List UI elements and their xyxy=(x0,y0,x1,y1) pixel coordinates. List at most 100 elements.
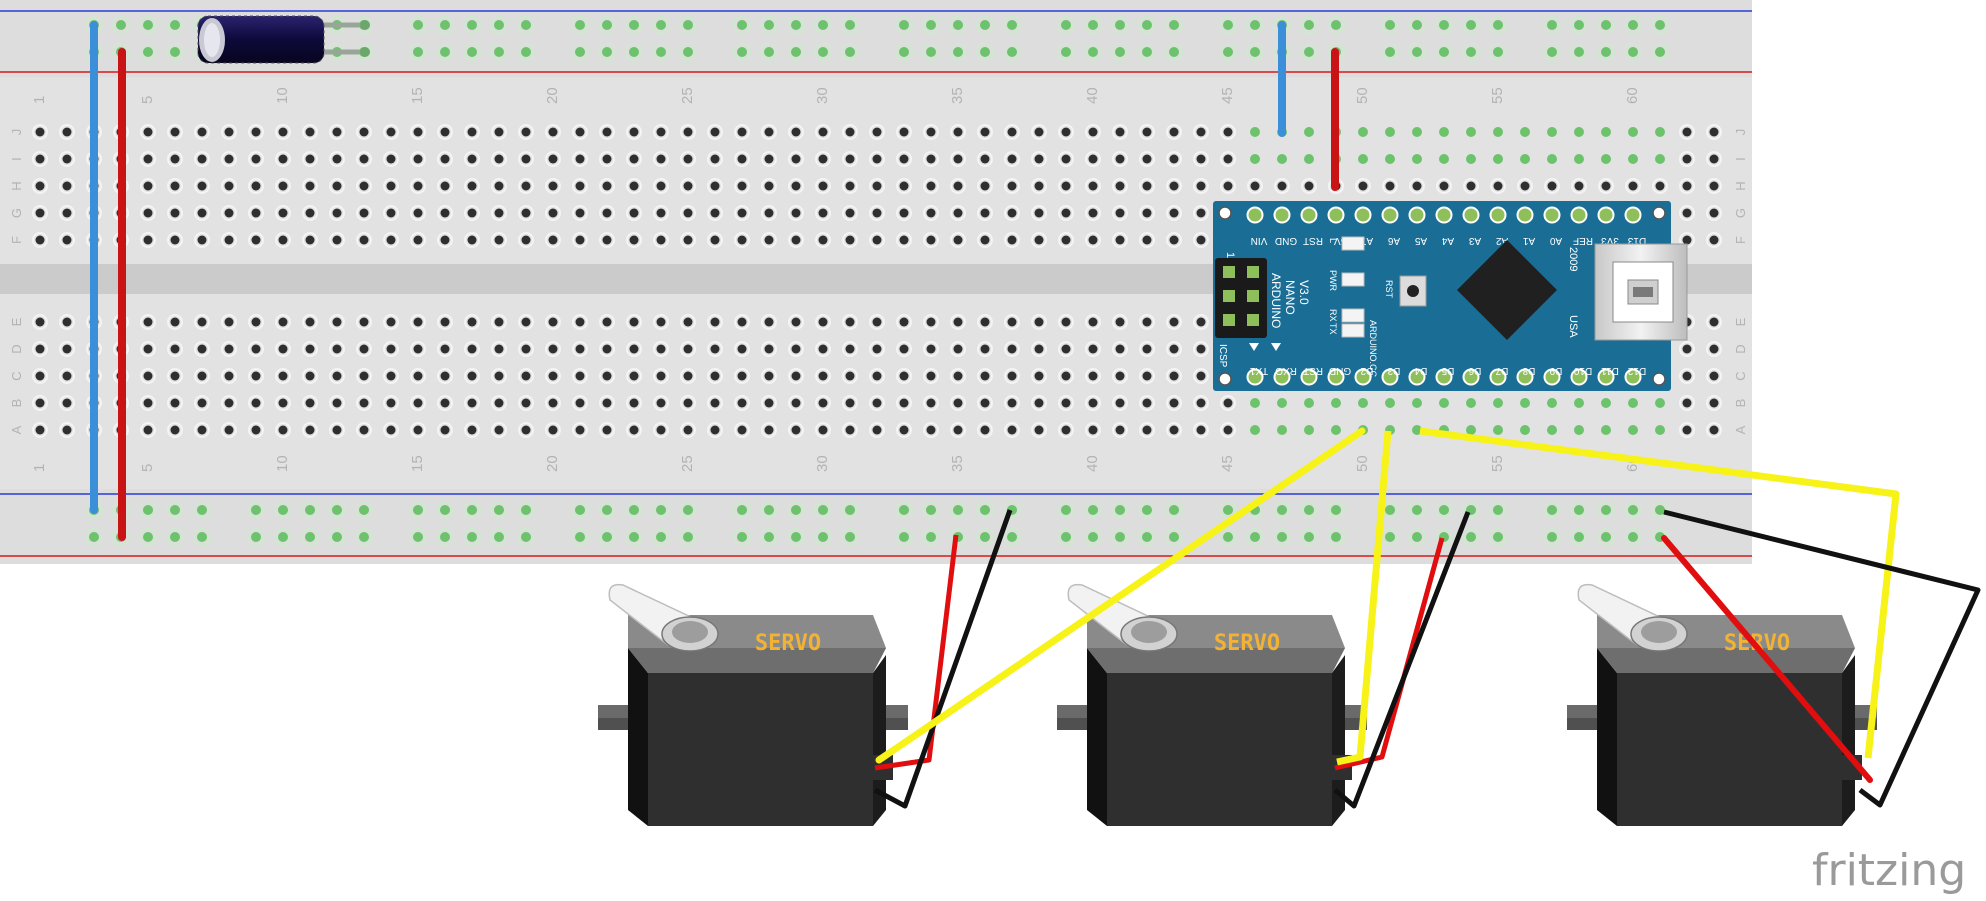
rail-hole xyxy=(521,47,531,57)
breadboard-hole xyxy=(1601,425,1611,435)
breadboard-hole xyxy=(980,398,990,408)
breadboard-hole xyxy=(413,398,423,408)
breadboard-hole xyxy=(602,371,612,381)
rail-hole xyxy=(1115,20,1125,30)
breadboard-hole xyxy=(683,317,693,327)
breadboard-hole xyxy=(1169,371,1179,381)
breadboard-hole xyxy=(656,398,666,408)
arduino-pin-label-top: A5 xyxy=(1414,235,1427,246)
breadboard-hole xyxy=(251,235,261,245)
rail-hole xyxy=(1547,20,1557,30)
rail-hole xyxy=(278,532,288,542)
rail-hole xyxy=(1493,47,1503,57)
breadboard-hole xyxy=(440,344,450,354)
breadboard-hole xyxy=(1250,154,1260,164)
breadboard-hole xyxy=(1061,344,1071,354)
arduino-pin xyxy=(1354,206,1372,224)
breadboard-hole xyxy=(818,425,828,435)
breadboard-hole xyxy=(1088,317,1098,327)
rail-hole xyxy=(1277,532,1287,542)
tx-marker-icon xyxy=(1249,343,1259,351)
breadboard-hole xyxy=(1385,398,1395,408)
rail-hole xyxy=(575,505,585,515)
breadboard-hole xyxy=(1709,181,1719,191)
breadboard-hole xyxy=(1115,208,1125,218)
wire-black-servo-3 xyxy=(1663,509,1981,808)
arduino-pin xyxy=(1246,206,1264,224)
breadboard-hole xyxy=(359,154,369,164)
breadboard-hole xyxy=(1007,235,1017,245)
rail-hole xyxy=(305,505,315,515)
breadboard-hole xyxy=(521,398,531,408)
breadboard-hole xyxy=(170,154,180,164)
breadboard-hole xyxy=(602,208,612,218)
breadboard-hole xyxy=(1034,344,1044,354)
breadboard-hole xyxy=(764,371,774,381)
breadboard-hole xyxy=(305,181,315,191)
breadboard-hole xyxy=(710,127,720,137)
breadboard-hole xyxy=(1088,127,1098,137)
rail-hole xyxy=(1493,532,1503,542)
breadboard-hole xyxy=(1547,398,1557,408)
rail-hole xyxy=(1007,47,1017,57)
country-label: USA xyxy=(1567,315,1579,338)
arduino-pin xyxy=(1408,206,1426,224)
breadboard-hole xyxy=(1682,371,1692,381)
rail-hole xyxy=(737,47,747,57)
rail-hole xyxy=(1304,20,1314,30)
row-label: E xyxy=(1733,317,1748,326)
rail-hole xyxy=(791,505,801,515)
breadboard-hole xyxy=(872,154,882,164)
breadboard-hole xyxy=(197,235,207,245)
breadboard-hole xyxy=(62,398,72,408)
breadboard-hole xyxy=(1088,154,1098,164)
breadboard-hole xyxy=(1655,425,1665,435)
breadboard-hole xyxy=(548,235,558,245)
breadboard-hole xyxy=(1007,317,1017,327)
breadboard-hole xyxy=(332,398,342,408)
breadboard-hole xyxy=(548,181,558,191)
breadboard-hole xyxy=(1007,398,1017,408)
breadboard-hole xyxy=(683,208,693,218)
breadboard-hole xyxy=(1223,154,1233,164)
rail-hole xyxy=(197,505,207,515)
breadboard-hole xyxy=(1007,127,1017,137)
breadboard-hole xyxy=(602,154,612,164)
rail-hole xyxy=(467,20,477,30)
rail-hole xyxy=(845,505,855,515)
breadboard-hole xyxy=(548,127,558,137)
breadboard-hole xyxy=(818,344,828,354)
breadboard-hole xyxy=(197,181,207,191)
breadboard-hole xyxy=(305,127,315,137)
breadboard-hole xyxy=(818,317,828,327)
servo-body-side xyxy=(1087,648,1107,826)
rail-hole xyxy=(1250,20,1260,30)
breadboard-hole xyxy=(845,425,855,435)
breadboard-hole xyxy=(1196,208,1206,218)
led-tx-label: TX xyxy=(1328,323,1338,335)
breadboard-hole xyxy=(1520,154,1530,164)
column-label-bottom: 45 xyxy=(1219,455,1236,472)
breadboard-hole xyxy=(1034,127,1044,137)
arduino-pin xyxy=(1273,206,1291,224)
rail-hole xyxy=(575,532,585,542)
rail-hole xyxy=(899,47,909,57)
breadboard-hole xyxy=(737,344,747,354)
rail-hole xyxy=(899,505,909,515)
breadboard-hole xyxy=(629,235,639,245)
row-label: G xyxy=(9,208,24,218)
mount-hole xyxy=(1218,372,1232,386)
breadboard-hole xyxy=(845,208,855,218)
breadboard-hole xyxy=(764,235,774,245)
column-label-top: 45 xyxy=(1219,87,1236,104)
rail-hole xyxy=(737,20,747,30)
wire-yellow-servo-3 xyxy=(1419,427,1900,759)
rail-hole xyxy=(764,47,774,57)
breadboard-hole xyxy=(521,208,531,218)
arduino-pin-label-top: A0 xyxy=(1549,235,1562,246)
breadboard-hole xyxy=(440,371,450,381)
breadboard-hole xyxy=(1439,154,1449,164)
breadboard-hole xyxy=(1520,425,1530,435)
row-label: C xyxy=(9,371,24,380)
rail-hole xyxy=(791,532,801,542)
